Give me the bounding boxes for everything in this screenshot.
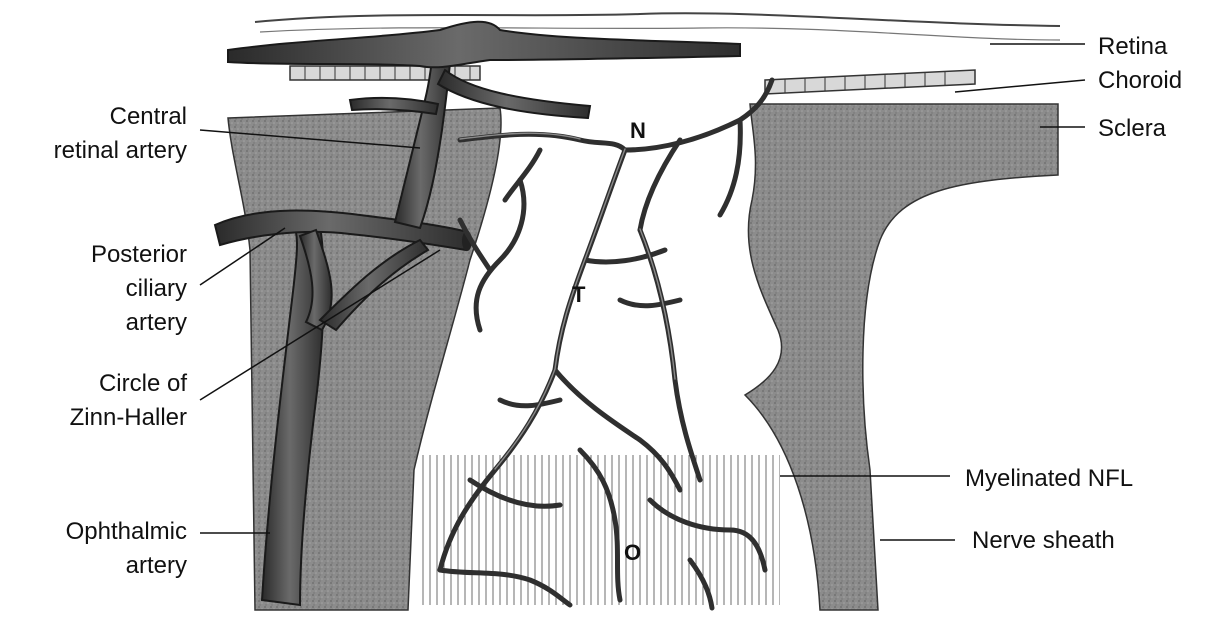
label-central-retinal-artery-line2: retinal artery bbox=[54, 137, 187, 164]
label-sclera: Sclera bbox=[1098, 115, 1167, 142]
label-central-retinal-artery-line1: Central bbox=[110, 103, 187, 130]
label-circle-of-zinn-haller-line1: Circle of bbox=[99, 370, 187, 397]
label-posterior-ciliary-artery-line3: artery bbox=[126, 309, 187, 336]
label-myelinated-nfl: Myelinated NFL bbox=[965, 465, 1133, 492]
label-ophthalmic-artery-line2: artery bbox=[126, 552, 187, 579]
region-mark-nasal: N bbox=[630, 118, 646, 143]
label-nerve-sheath: Nerve sheath bbox=[972, 527, 1115, 554]
label-posterior-ciliary-artery-line1: Posterior bbox=[91, 241, 187, 268]
region-mark-temporal: T bbox=[572, 282, 586, 307]
label-ophthalmic-artery-line1: Ophthalmic bbox=[66, 518, 187, 545]
label-retina: Retina bbox=[1098, 33, 1168, 60]
label-circle-of-zinn-haller-line2: Zinn-Haller bbox=[70, 404, 187, 431]
label-choroid: Choroid bbox=[1098, 67, 1182, 94]
label-posterior-ciliary-artery-line2: ciliary bbox=[126, 275, 187, 302]
region-mark-optic: O bbox=[624, 540, 641, 565]
choroid-layer bbox=[290, 66, 975, 94]
